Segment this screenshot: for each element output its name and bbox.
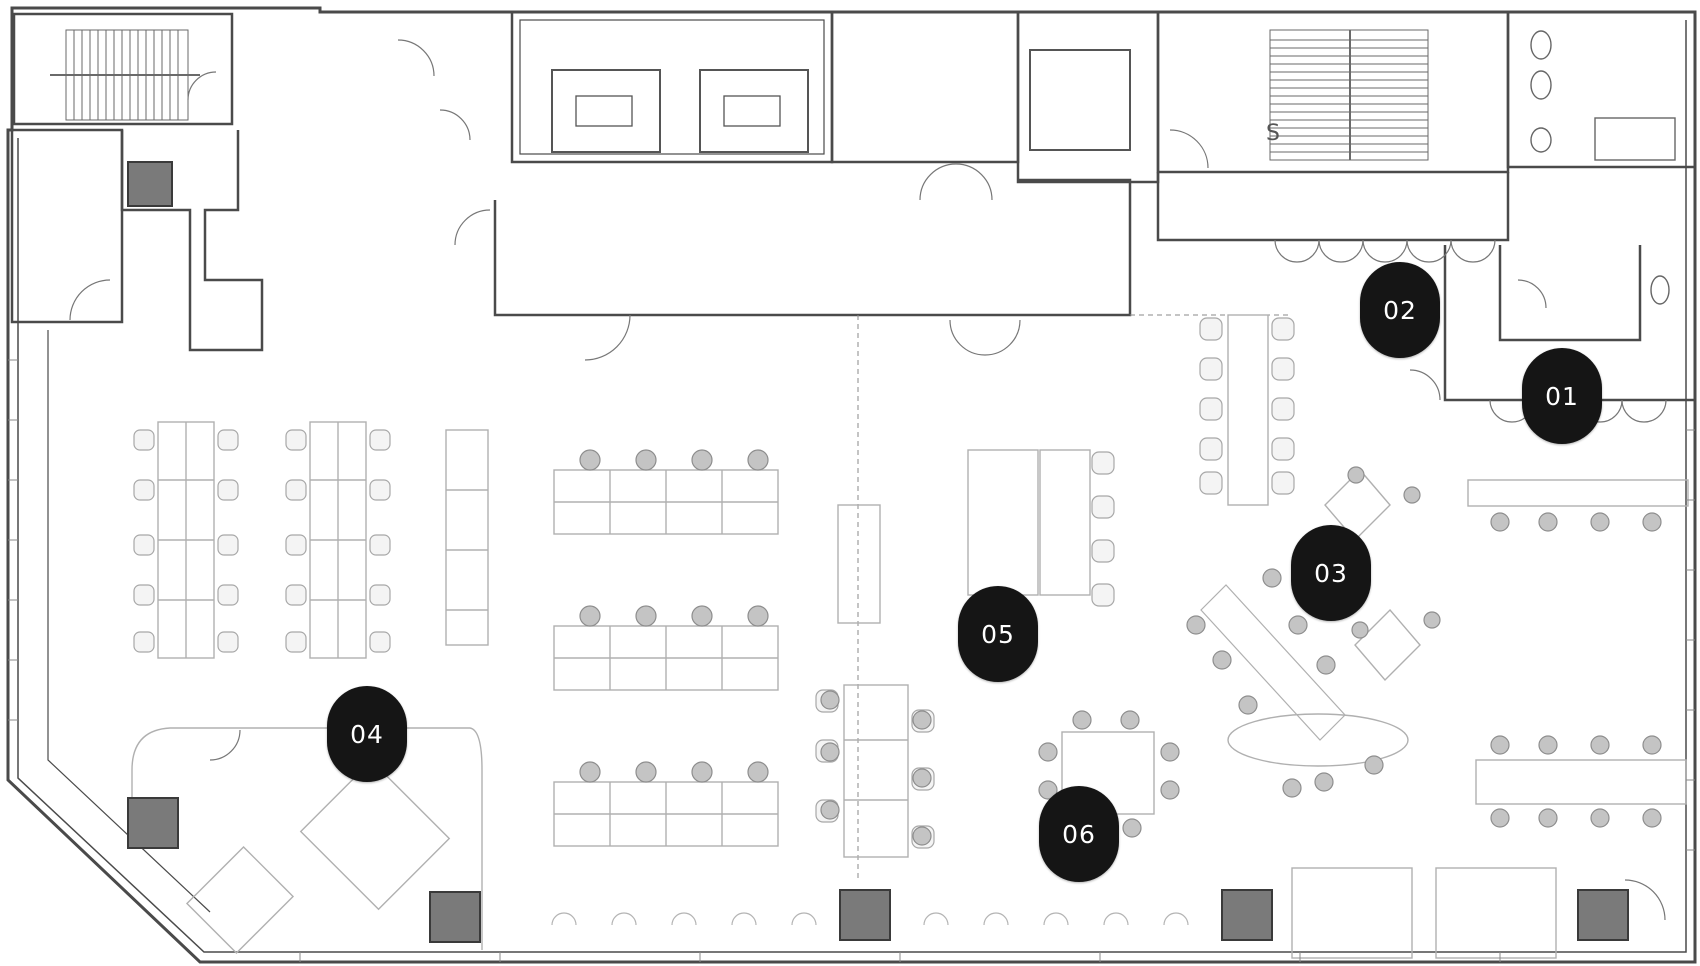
elevators (551, 49, 1131, 153)
zone-marker-05[interactable]: 05 (958, 586, 1038, 682)
chairs-filled (579, 449, 1662, 846)
zone-marker-03[interactable]: 03 (1291, 525, 1371, 621)
desk-clusters (131, 314, 1689, 959)
zone-marker-01[interactable]: 01 (1522, 348, 1602, 444)
staircase-left (50, 29, 200, 121)
staircase-right (1269, 29, 1429, 161)
window-mullions (8, 359, 1695, 962)
zone-marker-06[interactable]: 06 (1039, 786, 1119, 882)
stair-label: S (1266, 121, 1280, 146)
restroom-fixtures (1530, 30, 1676, 305)
columns (127, 161, 1629, 943)
core-rooms (10, 10, 1697, 402)
perimeter-seats (551, 912, 1189, 926)
outer-walls (6, 6, 1697, 964)
zone-marker-02[interactable]: 02 (1360, 262, 1440, 358)
chairs (133, 317, 1295, 849)
zone-marker-04[interactable]: 04 (327, 686, 407, 782)
partitions (857, 314, 1290, 880)
